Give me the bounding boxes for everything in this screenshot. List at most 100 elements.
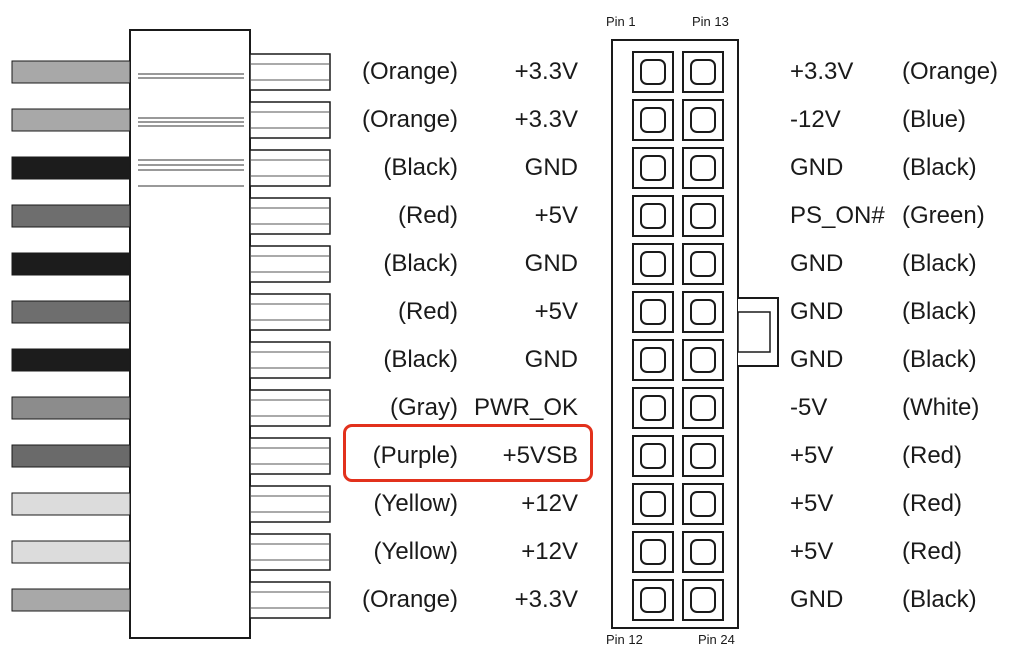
pin-socket-3 [632, 147, 674, 189]
pin-contact [640, 59, 666, 85]
left-wire-color-label: (Black) [383, 250, 458, 277]
pin-12-label: Pin 12 [606, 632, 643, 647]
pin-contact [690, 443, 716, 469]
right-wire-color-label: (Red) [902, 442, 963, 469]
pin-contact [690, 539, 716, 565]
left-voltage-label: GND [524, 250, 578, 277]
right-voltage-label: GND [790, 298, 844, 325]
wire-12 [11, 588, 131, 612]
pin-contact [640, 395, 666, 421]
right-voltage-label: -12V [790, 106, 841, 133]
left-voltage-label: +5VSB [502, 442, 578, 469]
pin-contact [640, 203, 666, 229]
terminal-7 [249, 341, 331, 379]
right-voltage-label: GND [790, 586, 844, 613]
pin-socket-1 [632, 51, 674, 93]
pin-contact [690, 347, 716, 373]
right-wire-color-label: (Black) [902, 346, 977, 373]
terminal-3 [249, 149, 331, 187]
right-wire-color-label: (Red) [902, 490, 963, 517]
pin-contact [640, 251, 666, 277]
terminal-9 [249, 437, 331, 475]
pin-socket-2 [632, 99, 674, 141]
plug-body [129, 29, 251, 639]
left-wire-color-label: (Black) [383, 346, 458, 373]
pin-contact [690, 491, 716, 517]
pin-contact [690, 203, 716, 229]
left-voltage-label: +5V [534, 298, 578, 325]
right-wire-color-label: (Black) [902, 298, 977, 325]
left-voltage-label: PWR_OK [473, 394, 578, 421]
wire-8 [11, 396, 131, 420]
left-voltage-label: +3.3V [514, 106, 578, 133]
pin-socket-4 [632, 195, 674, 237]
pin-socket-21 [682, 435, 724, 477]
terminal-2 [249, 101, 331, 139]
pin-1-label: Pin 1 [606, 14, 636, 29]
pin-contact [690, 59, 716, 85]
terminal-6 [249, 293, 331, 331]
left-voltage-label: +3.3V [514, 58, 578, 85]
pin-socket-17 [682, 243, 724, 285]
right-voltage-label: GND [790, 154, 844, 181]
right-voltage-label: +5V [790, 442, 834, 469]
pin-socket-5 [632, 243, 674, 285]
right-wire-color-label: (White) [902, 394, 980, 421]
left-wire-color-label: (Yellow) [373, 538, 458, 565]
left-wire-color-label: (Orange) [361, 106, 458, 133]
left-wire-color-label: (Yellow) [373, 490, 458, 517]
right-voltage-label: GND [790, 250, 844, 277]
right-voltage-label: +5V [790, 538, 834, 565]
pin-contact [640, 539, 666, 565]
left-voltage-label: +12V [521, 490, 578, 517]
right-wire-color-label: (Black) [902, 586, 977, 613]
purple-5vsb-highlight [343, 424, 593, 482]
pin-contact [640, 491, 666, 517]
left-wire-color-label: (Orange) [361, 58, 458, 85]
terminal-4 [249, 197, 331, 235]
pin-24-label: Pin 24 [698, 632, 735, 647]
terminal-11 [249, 533, 331, 571]
right-voltage-label: PS_ON# [790, 202, 885, 229]
right-wire-color-label: (Blue) [902, 106, 967, 133]
left-wire-color-label: (Orange) [361, 586, 458, 613]
terminal-5 [249, 245, 331, 283]
pin-contact [640, 587, 666, 613]
pin-socket-14 [682, 99, 724, 141]
wire-6 [11, 300, 131, 324]
pin-socket-15 [682, 147, 724, 189]
pin-contact [690, 587, 716, 613]
left-voltage-label: GND [524, 346, 578, 373]
left-wire-color-label: (Purple) [372, 442, 458, 469]
pin-socket-8 [632, 387, 674, 429]
left-voltage-label: GND [524, 154, 578, 181]
wire-2 [11, 108, 131, 132]
right-voltage-label: +5V [790, 490, 834, 517]
pin-contact [640, 155, 666, 181]
right-wire-color-label: (Red) [902, 538, 963, 565]
right-wire-color-label: (Black) [902, 154, 977, 181]
wire-4 [11, 204, 131, 228]
wire-10 [11, 492, 131, 516]
pin-socket-10 [632, 483, 674, 525]
left-wire-color-label: (Red) [397, 298, 458, 325]
wire-11 [11, 540, 131, 564]
pin-socket-18 [682, 291, 724, 333]
pin-contact [690, 299, 716, 325]
latch-tab [737, 311, 771, 353]
pin-socket-13 [682, 51, 724, 93]
pin-contact [640, 347, 666, 373]
pin-socket-20 [682, 387, 724, 429]
right-wire-color-label: (Black) [902, 250, 977, 277]
left-wire-color-label: (Gray) [390, 394, 458, 421]
pin-socket-12 [632, 579, 674, 621]
wire-3 [11, 156, 131, 180]
left-wire-color-label: (Red) [397, 202, 458, 229]
wire-7 [11, 348, 131, 372]
pin-contact [640, 443, 666, 469]
pin-socket-6 [632, 291, 674, 333]
pin-contact [690, 155, 716, 181]
right-voltage-label: -5V [790, 394, 828, 421]
